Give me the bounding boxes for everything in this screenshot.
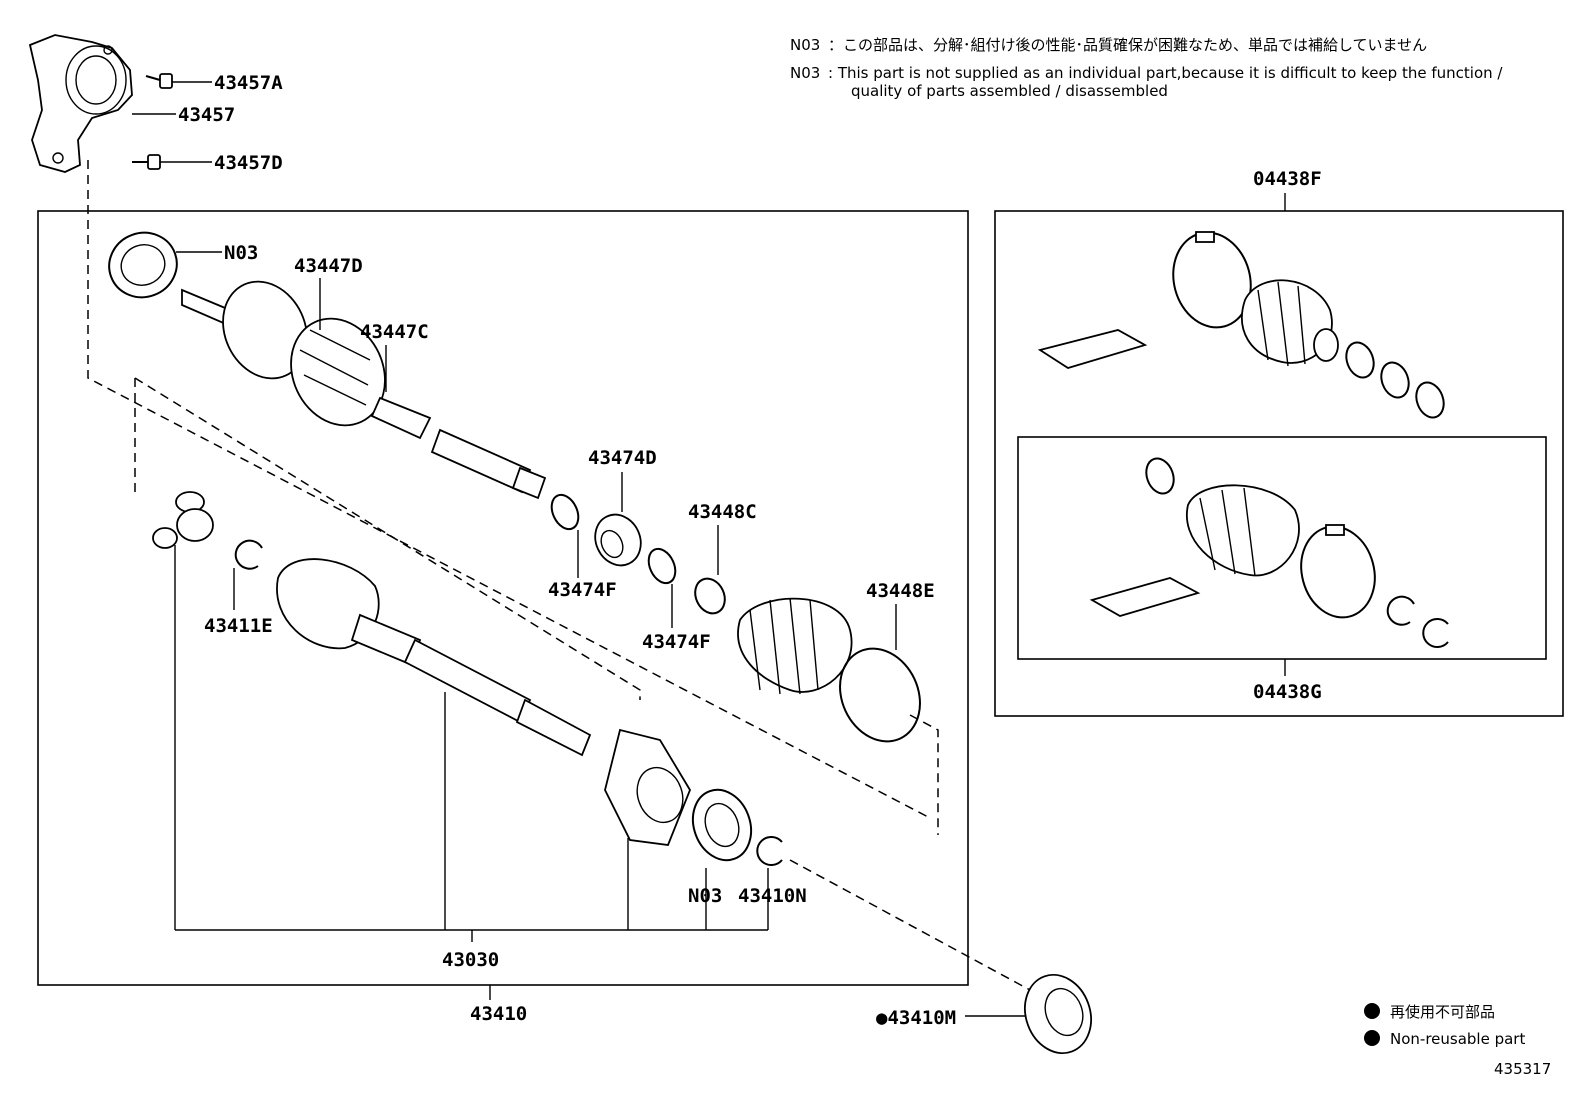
clamp-43448C	[694, 577, 726, 615]
note-en-code: N03	[790, 64, 820, 82]
kit-box-04438G	[1017, 436, 1547, 660]
leader-43030	[174, 545, 769, 942]
bearing-bracket	[604, 728, 692, 846]
label-43447C[interactable]: 43447C	[360, 321, 429, 343]
label-43448E[interactable]: 43448E	[866, 580, 935, 602]
diagram-id: 435317	[1494, 1060, 1551, 1078]
note-en-line2: quality of parts assembled / disassemble…	[851, 82, 1168, 100]
note-jp-code: N03	[790, 36, 820, 54]
kit-box-04438F	[994, 210, 1564, 717]
label-43410M[interactable]: ●43410M	[876, 1007, 956, 1029]
label-43410[interactable]: 43410	[470, 1003, 527, 1025]
note-en-line1: : This part is not supplied as an indivi…	[828, 64, 1503, 82]
label-43447D[interactable]: 43447D	[294, 255, 363, 277]
label-43474F-2[interactable]: 43474F	[642, 631, 711, 653]
bearing-43410M	[1024, 973, 1092, 1055]
inboard-boot	[737, 597, 853, 695]
label-04438G[interactable]: 04438G	[1253, 681, 1322, 703]
label-43457A[interactable]: 43457A	[214, 72, 283, 94]
steering-knuckle-part	[28, 34, 133, 173]
label-43457D[interactable]: 43457D	[214, 152, 283, 174]
label-43410N[interactable]: 43410N	[738, 885, 807, 907]
damper-43474D	[594, 513, 642, 567]
bolt-43457D	[132, 154, 161, 170]
inboard-shaft	[276, 558, 592, 757]
assembly-box-43410	[37, 210, 969, 986]
label-n03-bottom[interactable]: N03	[688, 885, 722, 907]
seal-n03-top	[108, 231, 178, 299]
label-04438F[interactable]: 04438F	[1253, 168, 1322, 190]
snap-ring-43411E	[234, 539, 263, 570]
kit-04438G-parts	[1089, 457, 1449, 648]
label-43474D[interactable]: 43474D	[588, 447, 657, 469]
seal-n03-bottom	[691, 788, 753, 862]
band-43448E	[839, 647, 921, 743]
outboard-joint-shaft	[181, 280, 547, 500]
label-43457[interactable]: 43457	[178, 104, 235, 126]
label-43030[interactable]: 43030	[442, 949, 499, 971]
label-43411E[interactable]: 43411E	[204, 615, 273, 637]
legend-en: Non-reusable part	[1390, 1030, 1525, 1048]
label-n03-top[interactable]: N03	[224, 242, 258, 264]
label-43474F-1[interactable]: 43474F	[548, 579, 617, 601]
clamp-43474F-1	[550, 493, 580, 531]
bolt-43457A	[145, 73, 173, 89]
kit-04438F-parts	[1037, 231, 1445, 419]
legend-dot-en	[1364, 1030, 1380, 1046]
label-43448C[interactable]: 43448C	[688, 501, 757, 523]
snap-ring-43410N	[756, 836, 783, 866]
legend-dot-jp	[1364, 1003, 1380, 1019]
legend-jp: 再使用不可部品	[1390, 1003, 1495, 1021]
clamp-43474F-2	[647, 547, 677, 585]
note-jp-text: ：この部品は、分解･組付け後の性能･品質確保が困難なため、単品では補給していませ…	[828, 36, 1427, 54]
tripod-joint	[152, 491, 214, 549]
